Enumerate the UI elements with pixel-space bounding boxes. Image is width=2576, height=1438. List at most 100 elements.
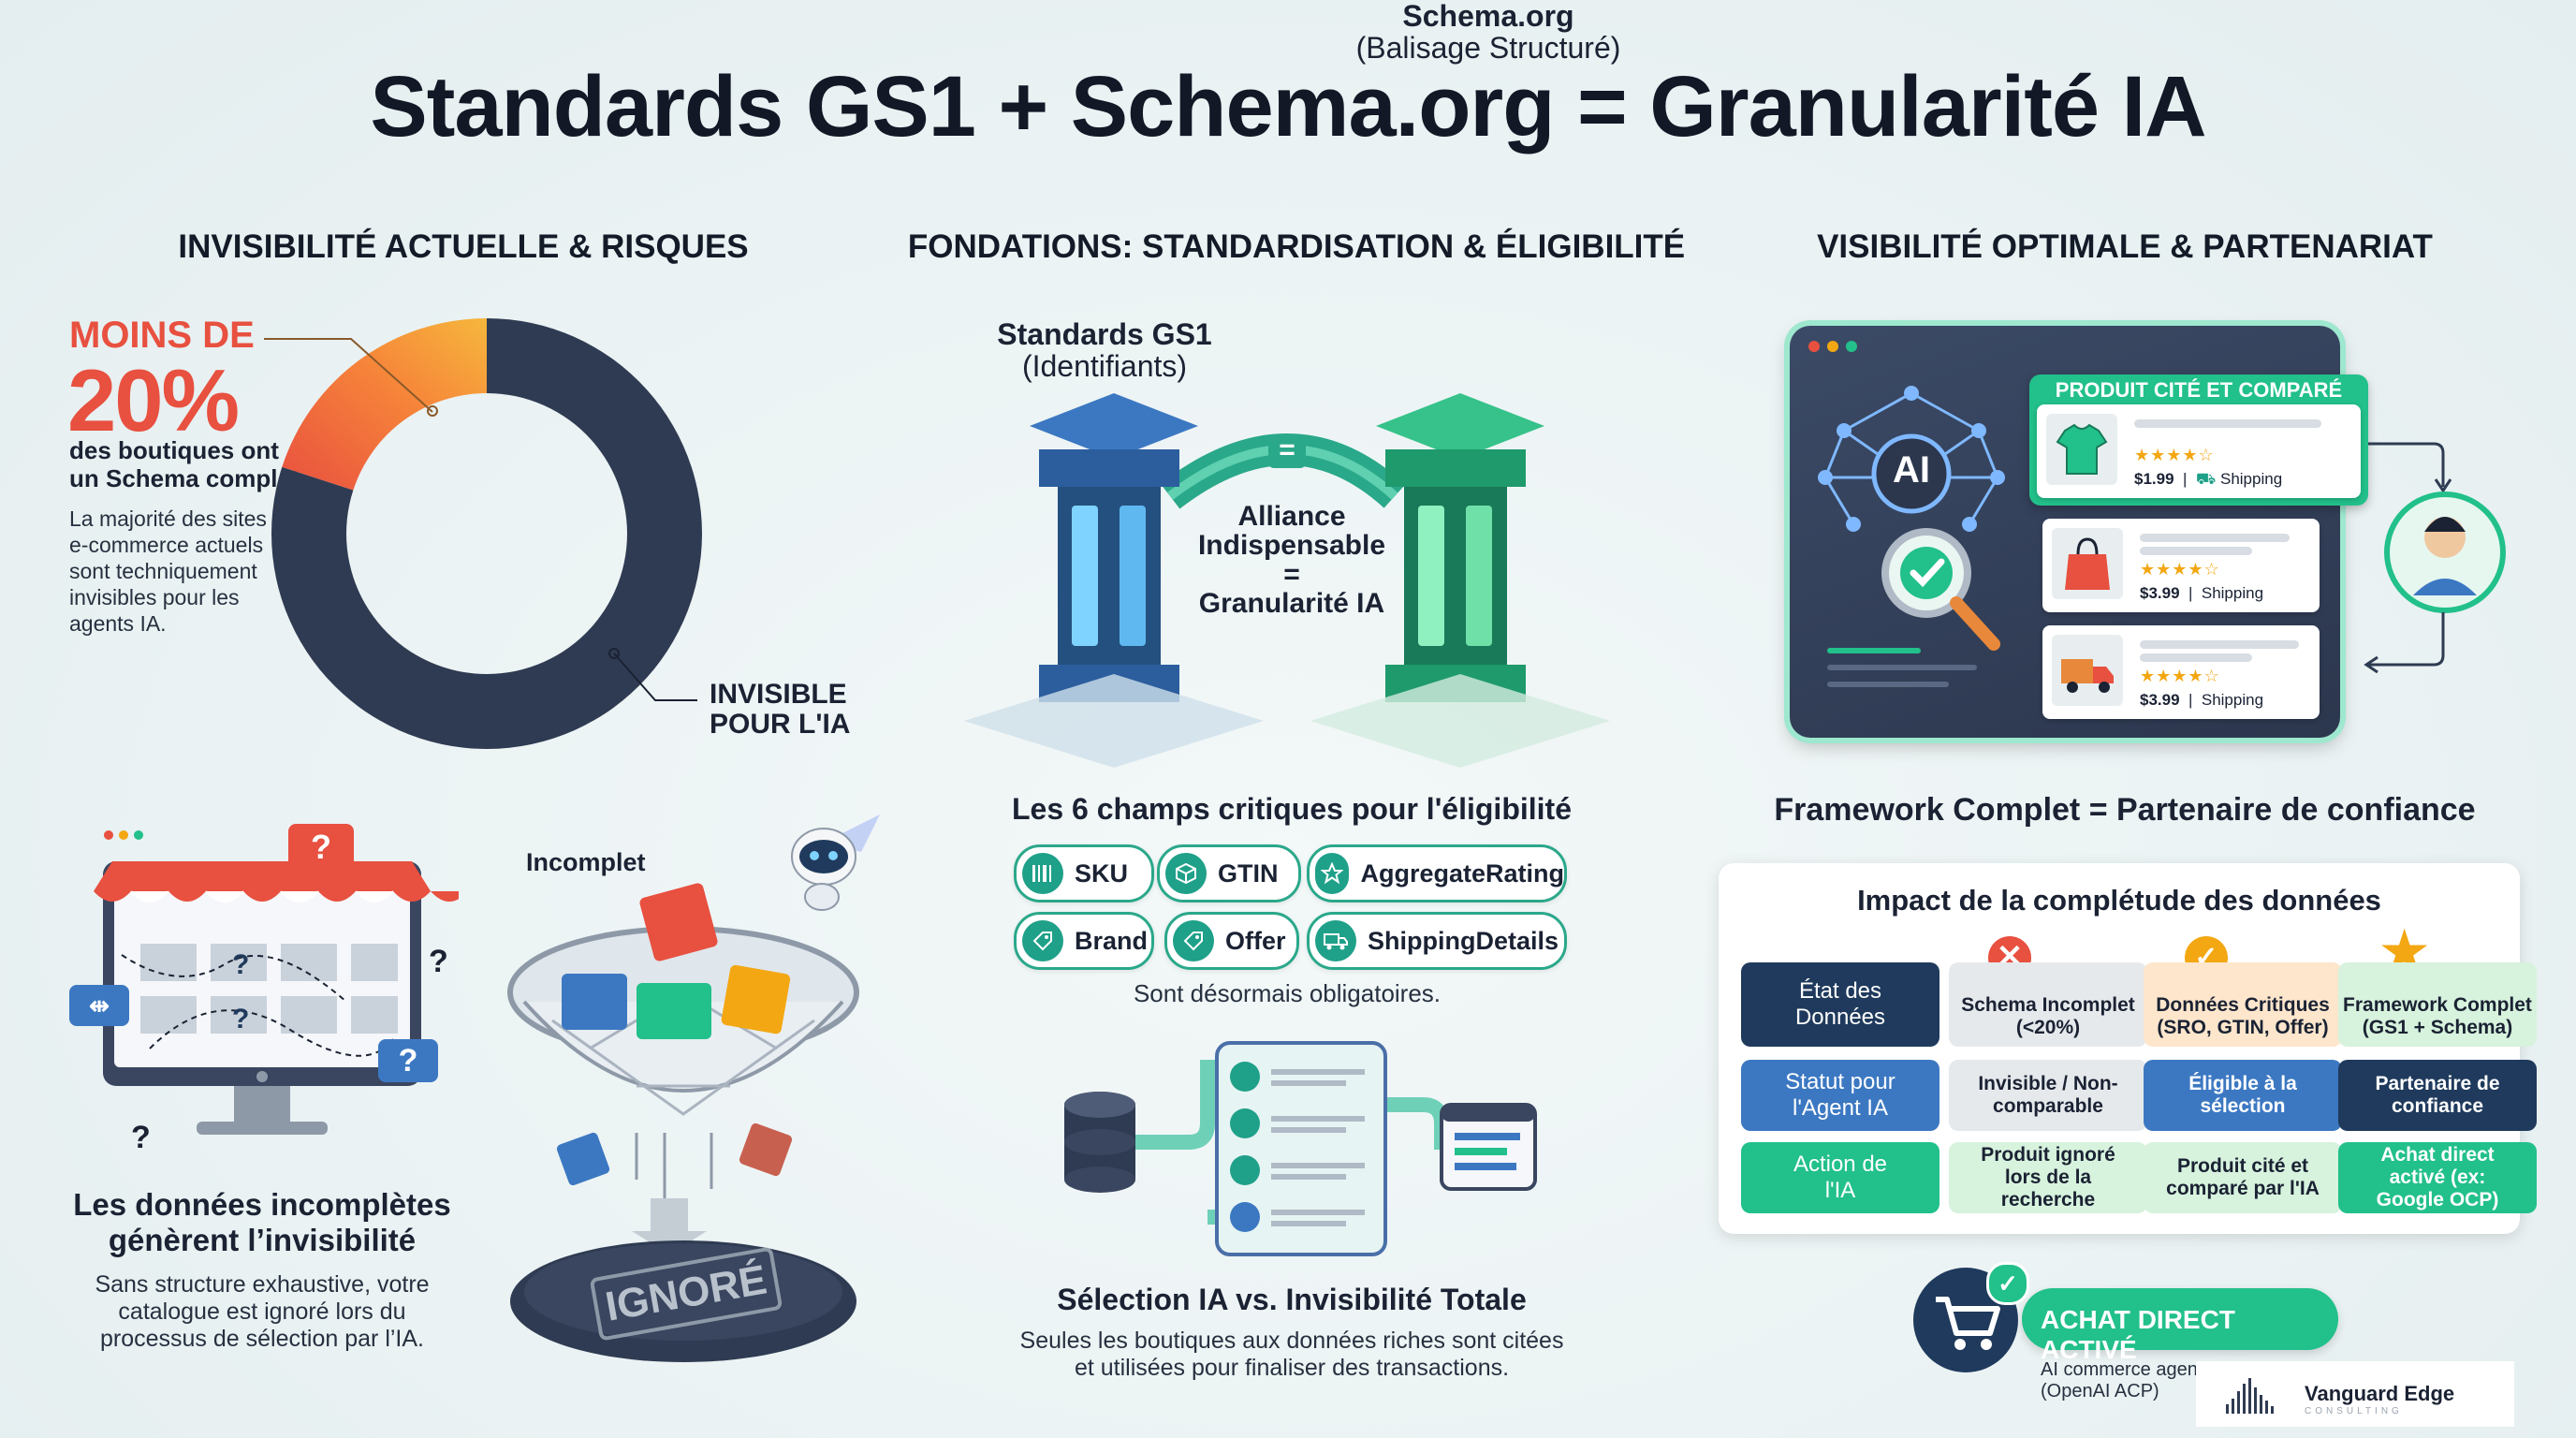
donut-desc-line: e-commerce actuels <box>69 533 264 557</box>
fields-title: Les 6 champs critiques pour l'éligibilit… <box>1012 792 1572 826</box>
shopping-bag-icon <box>2052 528 2123 599</box>
data-flow-illustration <box>1064 1041 1537 1256</box>
gs1-subtitle: (Identifiants) <box>1021 349 1188 383</box>
shopper-avatar-icon <box>2364 442 2506 674</box>
achat-direct-label: ACHAT DIRECT ACTIVÉ <box>2041 1305 2235 1364</box>
field-label: AggregateRating <box>1360 858 1564 888</box>
donut-line1: des boutiques ont <box>69 436 279 464</box>
field-label: Brand <box>1075 926 1149 955</box>
product-card: ★★★★☆ $1.99 | ⛟ Shipping <box>2037 404 2361 498</box>
product-shipping: Shipping <box>2219 470 2283 488</box>
schema-pillar-label: Schema.org (Balisage Structuré) <box>1329 0 1647 64</box>
question-bubble-icon: ? <box>378 1039 438 1082</box>
svg-text:?: ? <box>232 1004 249 1034</box>
alliance-line1: Alliance <box>1237 501 1346 532</box>
impact-cell: Produit cité et comparé par l'IA <box>2144 1142 2342 1213</box>
alliance-text: Alliance Indispensable = Granularité IA <box>1179 502 1404 618</box>
star-icon <box>1315 853 1350 894</box>
alliance-line4: Granularité IA <box>1198 588 1385 619</box>
donut-chart <box>271 318 702 749</box>
brand-logo-icon <box>2226 1378 2274 1414</box>
pillars-illustration <box>964 393 1610 768</box>
impact-cell: Éligible à la sélection <box>2144 1060 2342 1131</box>
impact-row3-header: Action de l'IA <box>1741 1142 1939 1213</box>
field-label: ShippingDetails <box>1368 926 1559 955</box>
product-bar <box>2140 653 2252 662</box>
schema-subtitle: (Balisage Structuré) <box>1355 31 1621 65</box>
delivery-truck-icon <box>2052 635 2123 706</box>
ai-network-icon <box>1818 386 2005 651</box>
svg-text:?: ? <box>232 949 249 980</box>
product-bar <box>2140 534 2290 542</box>
tag-icon <box>1022 920 1063 961</box>
truck-icon <box>1315 920 1356 961</box>
donut-desc-line: agents IA. <box>69 611 167 636</box>
donut-desc-line: invisibles pour les <box>69 585 240 609</box>
product-price: $1.99 <box>2134 470 2174 488</box>
donut-kicker: MOINS DE <box>69 315 255 356</box>
product-bar <box>2140 640 2299 649</box>
bridge-equals-icon: = <box>1279 434 1295 465</box>
impact-cell: Partenaire de confiance <box>2338 1060 2537 1131</box>
alliance-line3: = <box>1283 559 1300 590</box>
page-title: Standards GS1 + Schema.org = Granularité… <box>370 59 2206 154</box>
impact-cell: Schema Incomplet (<20%) <box>1949 962 2147 1047</box>
fields-note: Sont désormais obligatoires. <box>1133 979 1442 1007</box>
brand-name: Vanguard Edge <box>2305 1382 2455 1405</box>
product-price: $3.99 <box>2140 584 2180 602</box>
rating-stars-icon: ★★★★☆ <box>2134 446 2215 464</box>
window-dot-icon <box>1808 341 1820 352</box>
donut-slice <box>282 318 487 491</box>
donut-line2: un Schema complet <box>69 464 300 492</box>
section-left-heading: INVISIBILITÉ ACTUELLE & RISQUES <box>178 228 749 265</box>
check-badge-icon: ✓ <box>1986 1262 2029 1305</box>
product-card: ★★★★☆ $3.99 | Shipping <box>2042 519 2320 612</box>
barcode-icon <box>1022 853 1063 894</box>
ai-label: AI <box>1893 449 1930 491</box>
schema-title: Schema.org <box>1402 0 1574 33</box>
network-bubble-icon: ⇹ <box>69 985 129 1026</box>
field-pill-gtin: GTIN <box>1157 844 1301 902</box>
field-pill-offer: Offer <box>1164 912 1299 970</box>
price-tag-icon <box>1173 920 1214 961</box>
selection-description: Seules les boutiques aux données riches … <box>955 1328 1629 1382</box>
truck-icon: ⛟ <box>2195 470 2217 488</box>
store-desc-line3: processus de sélection par l’IA. <box>99 1326 424 1352</box>
invisible-label: INVISIBLE POUR L'IA <box>710 680 850 740</box>
question-bubble-icon: ? <box>288 824 354 871</box>
window-dot-icon <box>1827 341 1838 352</box>
section-right-heading: VISIBILITÉ OPTIMALE & PARTENARIAT <box>1817 228 2433 265</box>
product-shipping: Shipping <box>2201 691 2264 709</box>
selection-desc-line2: et utilisées pour finaliser des transact… <box>1074 1355 1510 1381</box>
cta-note: AI commerce agent ( (OpenAI ACP) <box>2041 1359 2215 1402</box>
donut-desc-line: La majorité des sites <box>69 506 267 531</box>
question-mark-icon: ? <box>131 1120 151 1155</box>
store-desc-line2: catalogue est ignoré lors du <box>118 1299 406 1325</box>
product-meta: $1.99 | ⛟ Shipping <box>2134 470 2283 488</box>
impact-cell: Produit ignoré lors de la recherche <box>1949 1142 2147 1213</box>
gs1-title: Standards GS1 <box>997 317 1212 351</box>
store-headline-line2: génèrent l’invisibilité <box>108 1223 417 1257</box>
gs1-pillar-label: Standards GS1 (Identifiants) <box>964 318 1245 382</box>
product-meta: $3.99 | Shipping <box>2140 584 2264 602</box>
window-bar <box>1827 665 1977 670</box>
field-pill-aggregaterating: AggregateRating <box>1307 844 1567 902</box>
impact-title: Impact de la complétude des données <box>1857 884 2381 917</box>
alliance-line2: Indispensable <box>1197 530 1386 561</box>
window-dot-icon <box>1846 341 1857 352</box>
incomplete-label: Incomplet <box>526 848 646 876</box>
donut-desc-line: sont techniquement <box>69 559 257 583</box>
impact-cell: Achat direct activé (ex: Google OCP) <box>2338 1142 2537 1213</box>
product-price: $3.99 <box>2140 691 2180 709</box>
product-bar <box>2134 419 2321 428</box>
impact-row1-header: État des Données <box>1741 962 1939 1047</box>
achat-direct-button[interactable] <box>2022 1288 2338 1350</box>
rating-stars-icon: ★★★★☆ <box>2140 667 2220 685</box>
invisible-label-line1: INVISIBLE <box>710 679 847 710</box>
store-description: Sans structure exhaustive, votre catalog… <box>37 1271 487 1353</box>
product-meta: $3.99 | Shipping <box>2140 691 2264 709</box>
product-card: ★★★★☆ $3.99 | Shipping <box>2042 625 2320 719</box>
donut-slice <box>271 318 702 749</box>
section-middle-heading: FONDATIONS: STANDARDISATION & ÉLIGIBILIT… <box>907 228 1686 265</box>
